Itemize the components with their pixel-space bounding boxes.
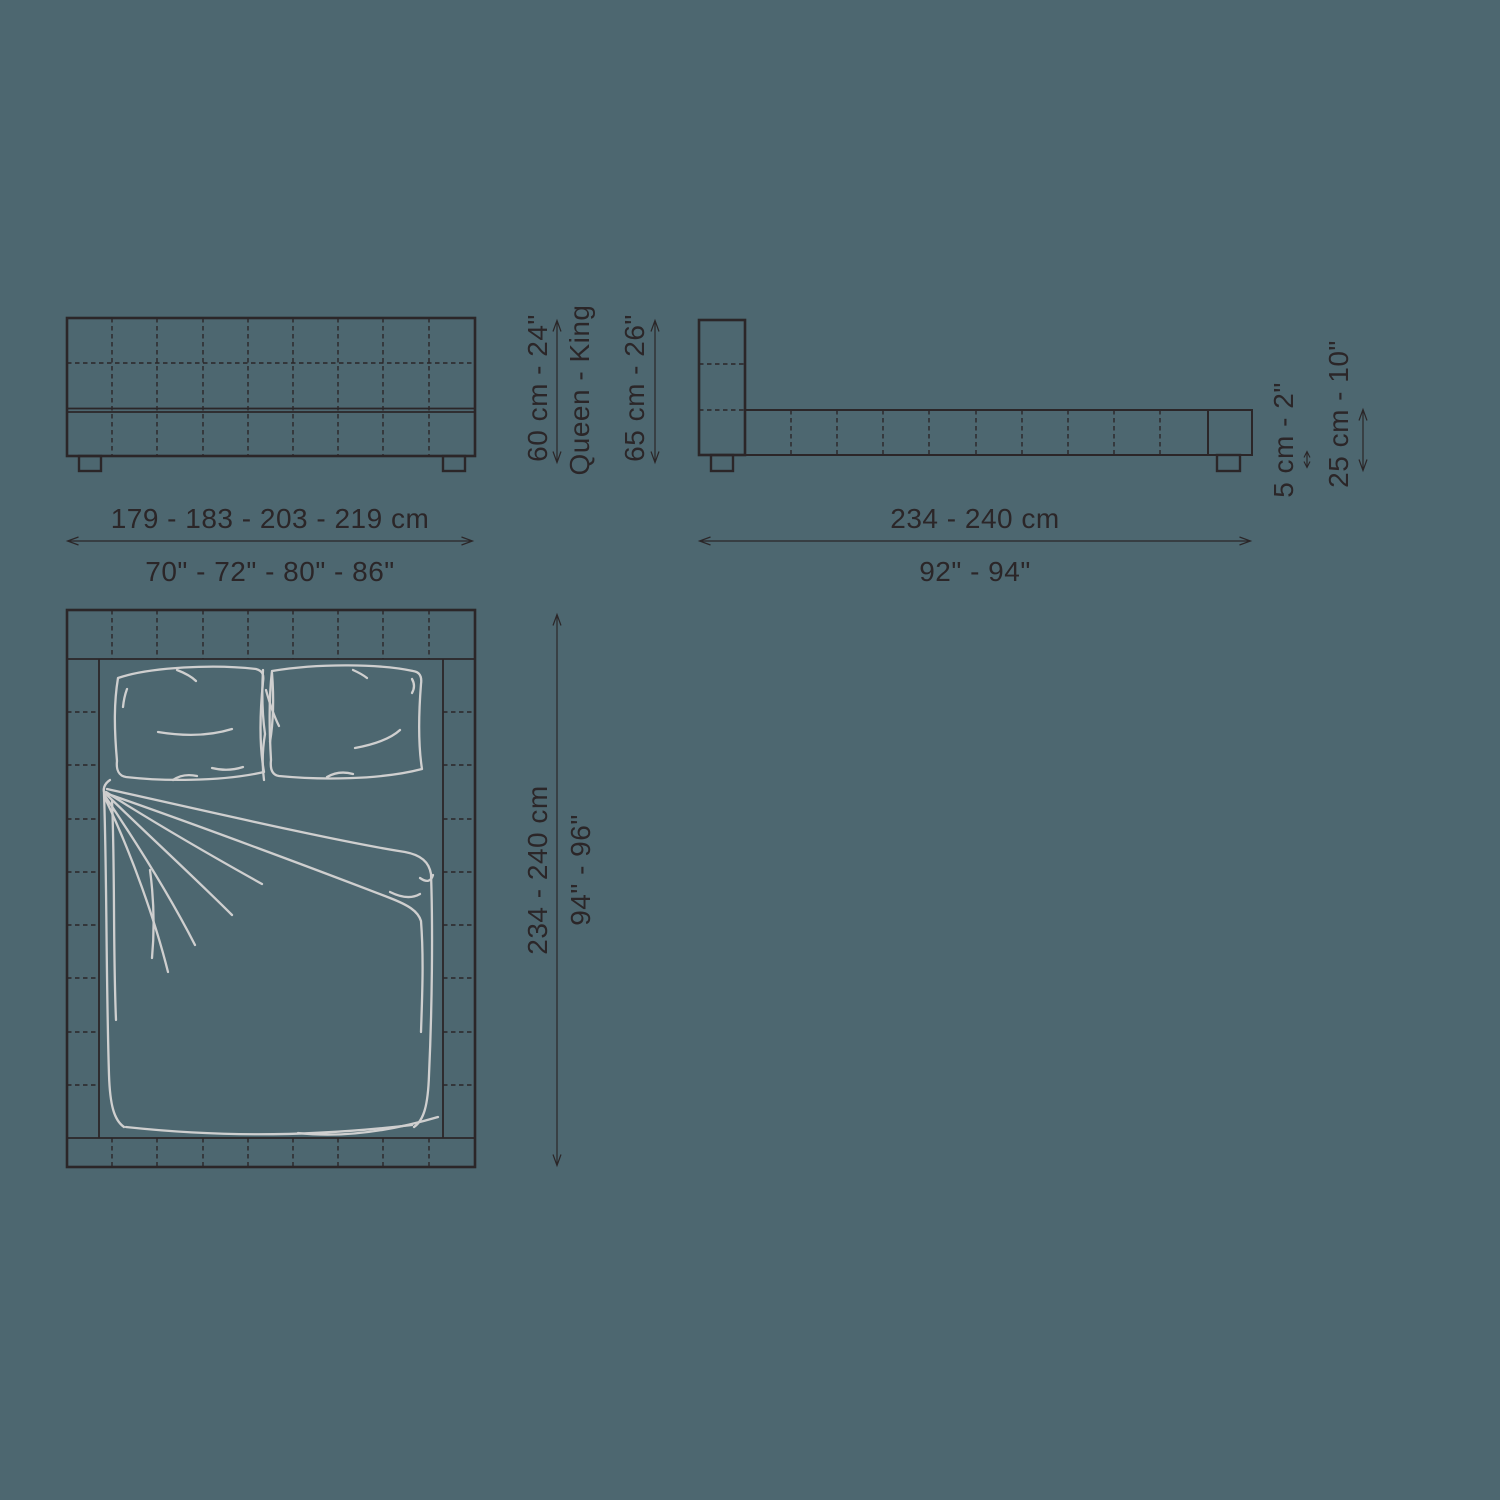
side-headboard	[697, 318, 747, 457]
pillows-sketch	[113, 664, 424, 782]
front-height-dimensions: 60 cm - 24" Queen - King 65 cm - 26"	[522, 305, 660, 476]
top-length-dimension: 234 - 240 cm 94" - 96"	[522, 612, 596, 1168]
headboard-height-a-label: 60 cm - 24"	[522, 314, 553, 462]
side-length-dimension: 234 - 240 cm 92" - 94"	[697, 503, 1253, 587]
side-frame-grid	[790, 410, 1161, 455]
front-width-in-label: 70" - 72" - 80" - 86"	[145, 556, 394, 587]
side-length-cm-label: 234 - 240 cm	[890, 503, 1059, 534]
side-left-foot	[709, 453, 735, 473]
top-length-cm-label: 234 - 240 cm	[522, 785, 553, 954]
front-view-grid	[67, 318, 475, 456]
top-view-outer-frame	[65, 608, 477, 1169]
size-range-label: Queen - King	[564, 305, 595, 476]
headboard-height-b-label: 65 cm - 26"	[619, 314, 650, 462]
front-left-foot	[77, 454, 103, 473]
top-view	[65, 608, 477, 1169]
front-width-cm-label: 179 - 183 - 203 - 219 cm	[111, 503, 430, 534]
foot-clearance-label: 5 cm - 2"	[1268, 382, 1299, 498]
front-right-foot	[441, 454, 467, 473]
side-view	[697, 318, 1253, 473]
front-width-dimension: 179 - 183 - 203 - 219 cm 70" - 72" - 80"…	[65, 503, 475, 587]
top-length-in-label: 94" - 96"	[565, 814, 596, 926]
top-view-band-grid	[67, 610, 475, 1167]
front-view-body	[65, 316, 477, 458]
side-right-foot	[1215, 453, 1242, 473]
base-height-label: 25 cm - 10"	[1323, 340, 1354, 488]
side-base-dimensions: 5 cm - 2" 25 cm - 10"	[1268, 340, 1368, 498]
side-frame	[744, 409, 1253, 456]
front-view	[65, 316, 477, 473]
side-length-in-label: 92" - 94"	[919, 556, 1031, 587]
duvet-sketch	[102, 778, 440, 1136]
